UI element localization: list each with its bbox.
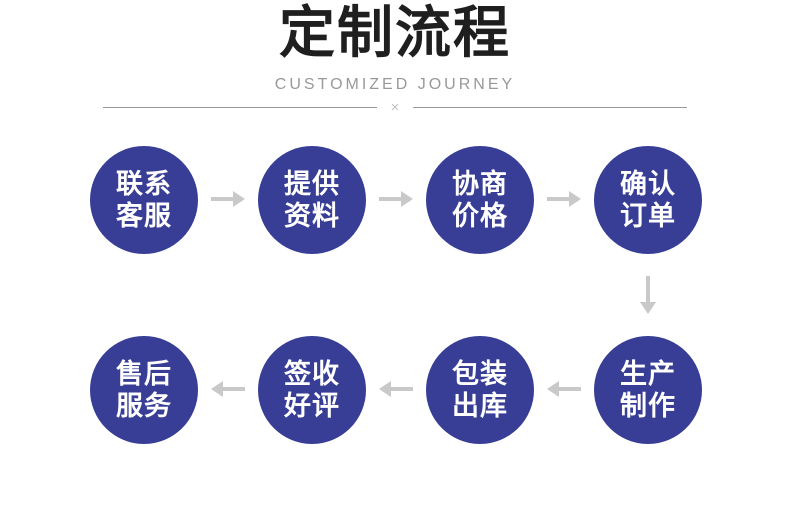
arrow-left-icon [211, 381, 245, 397]
step-label-line: 制作 [620, 391, 676, 421]
step-label-line: 服务 [116, 391, 172, 421]
step-label-line: 确认 [620, 169, 676, 199]
step-circle-confirm-order: 确认 订单 [594, 146, 702, 254]
step-label-line: 订单 [620, 201, 676, 231]
arrow-right-icon [547, 191, 581, 207]
step-label-line: 客服 [116, 201, 172, 231]
arrow-right-icon [379, 191, 413, 207]
step-label-line: 提供 [284, 169, 340, 199]
step-circle-provide-materials: 提供 资料 [258, 146, 366, 254]
step-label-line: 签收 [284, 359, 340, 389]
arrow-right-icon [211, 191, 245, 207]
step-label-line: 资料 [284, 201, 340, 231]
step-label-line: 出库 [452, 391, 508, 421]
step-label-line: 包装 [452, 359, 508, 389]
divider-line-right [413, 107, 688, 108]
step-circle-sign-and-review: 签收 好评 [258, 336, 366, 444]
step-circle-negotiate-price: 协商 价格 [426, 146, 534, 254]
step-circle-contact-service: 联系 客服 [90, 146, 198, 254]
step-circle-production: 生产 制作 [594, 336, 702, 444]
step-label-line: 价格 [452, 201, 508, 231]
step-circle-after-sales-service: 售后 服务 [90, 336, 198, 444]
step-label-line: 生产 [620, 359, 676, 389]
step-label-line: 售后 [116, 359, 172, 389]
page-title: 定制流程 [279, 1, 511, 64]
page-subtitle: CUSTOMIZED JOURNEY [274, 76, 516, 93]
arrow-down-icon [640, 276, 656, 314]
arrow-left-icon [547, 381, 581, 397]
divider-x-mark: × [390, 99, 400, 116]
divider-line-left [103, 107, 377, 108]
step-label-line: 协商 [452, 169, 508, 199]
step-label-line: 联系 [116, 169, 172, 199]
step-label-line: 好评 [284, 391, 340, 421]
arrow-left-icon [379, 381, 413, 397]
step-circle-pack-and-ship: 包装 出库 [426, 336, 534, 444]
divider: × [103, 99, 688, 116]
